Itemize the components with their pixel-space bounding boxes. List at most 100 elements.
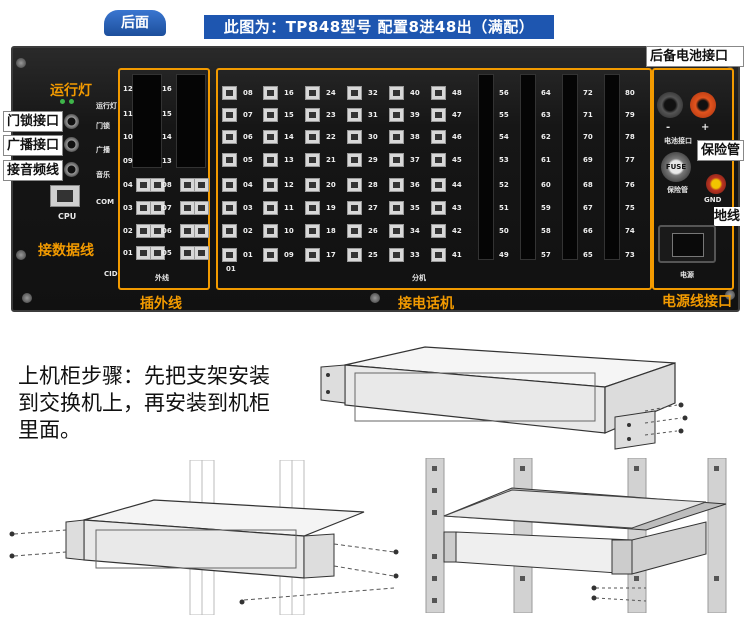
extension-port[interactable]	[263, 248, 278, 262]
battery-negative-jack[interactable]	[657, 92, 683, 118]
extension-port-number: 45	[452, 156, 462, 164]
extension-port[interactable]	[305, 201, 320, 215]
outer-line-port[interactable]	[150, 178, 165, 192]
extension-port[interactable]	[222, 224, 237, 238]
extension-port[interactable]	[347, 201, 362, 215]
extension-port[interactable]	[222, 178, 237, 192]
extension-port[interactable]	[222, 248, 237, 262]
outer-port-number: 02	[123, 227, 133, 235]
extension-port-number: 24	[326, 89, 336, 97]
power-annotation: 电源线接口	[662, 294, 732, 310]
fuse-holder[interactable]: FUSE	[661, 152, 691, 182]
extension-port[interactable]	[389, 224, 404, 238]
extension-port-number: 38	[410, 133, 420, 141]
extension-port[interactable]	[389, 130, 404, 144]
switch-with-bracket-drawing	[320, 346, 688, 450]
door-lock-jack[interactable]	[64, 114, 79, 129]
outer-port-number: 07	[162, 204, 172, 212]
outer-line-port[interactable]	[150, 246, 165, 260]
outer-line-port[interactable]	[194, 201, 209, 215]
extension-port[interactable]	[431, 130, 446, 144]
extension-port-number: 55	[499, 111, 509, 119]
extension-port[interactable]	[305, 153, 320, 167]
battery-positive-jack[interactable]	[690, 92, 716, 118]
extension-port[interactable]	[347, 153, 362, 167]
run-light-annotation: 运行灯	[50, 83, 92, 99]
extension-port[interactable]	[263, 86, 278, 100]
extension-port-number: 13	[284, 156, 294, 164]
cpu-data-port[interactable]	[50, 185, 80, 207]
extension-port-number: 65	[583, 251, 593, 259]
ground-terminal-icon[interactable]	[706, 174, 726, 194]
extension-port[interactable]	[347, 178, 362, 192]
extension-port-number: 48	[452, 89, 462, 97]
broadcast-jack[interactable]	[64, 137, 79, 152]
outer-line-port[interactable]	[180, 246, 195, 260]
extension-port-number: 78	[625, 133, 635, 141]
extension-port[interactable]	[347, 248, 362, 262]
extension-port[interactable]	[347, 130, 362, 144]
extension-port[interactable]	[389, 248, 404, 262]
extension-port[interactable]	[431, 86, 446, 100]
outer-line-port[interactable]	[150, 201, 165, 215]
extension-port[interactable]	[347, 224, 362, 238]
extension-port[interactable]	[431, 108, 446, 122]
extension-port-number: 68	[583, 181, 593, 189]
outer-line-port[interactable]	[150, 224, 165, 238]
extension-port[interactable]	[305, 130, 320, 144]
extension-port[interactable]	[389, 201, 404, 215]
extension-port-number: 22	[326, 133, 336, 141]
extension-port[interactable]	[305, 224, 320, 238]
extension-port[interactable]	[263, 224, 278, 238]
extension-port[interactable]	[347, 108, 362, 122]
extension-port[interactable]	[389, 178, 404, 192]
extension-port[interactable]	[222, 86, 237, 100]
outer-port-number: 05	[162, 249, 172, 257]
extension-port[interactable]	[389, 86, 404, 100]
extension-port[interactable]	[222, 108, 237, 122]
outer-line-port[interactable]	[194, 178, 209, 192]
extension-port[interactable]	[389, 153, 404, 167]
outer-line-port[interactable]	[136, 201, 151, 215]
outer-line-port[interactable]	[136, 246, 151, 260]
extension-port[interactable]	[222, 153, 237, 167]
extension-port[interactable]	[305, 178, 320, 192]
extension-port[interactable]	[305, 248, 320, 262]
extension-port-number: 34	[410, 227, 420, 235]
outer-line-port[interactable]	[136, 178, 151, 192]
extension-port-number: 18	[326, 227, 336, 235]
power-socket[interactable]	[658, 225, 716, 263]
outer-line-port[interactable]	[180, 201, 195, 215]
extension-port[interactable]	[263, 153, 278, 167]
extension-port[interactable]	[263, 130, 278, 144]
extension-port-number: 43	[452, 204, 462, 212]
extension-port[interactable]	[347, 86, 362, 100]
battery-pos-sign: +	[701, 122, 710, 133]
extension-port-number: 63	[541, 111, 551, 119]
extension-port[interactable]	[263, 201, 278, 215]
extension-port[interactable]	[222, 201, 237, 215]
extension-port-number: 47	[452, 111, 462, 119]
extension-port[interactable]	[305, 108, 320, 122]
run-light-small-label: 运行灯	[96, 102, 117, 110]
extension-port-number: 80	[625, 89, 635, 97]
extension-port-number: 77	[625, 156, 635, 164]
outer-line-port[interactable]	[180, 178, 195, 192]
extension-port[interactable]	[431, 201, 446, 215]
outer-line-port[interactable]	[136, 224, 151, 238]
extension-port[interactable]	[431, 224, 446, 238]
extension-port-number: 33	[410, 251, 420, 259]
outer-line-port[interactable]	[180, 224, 195, 238]
extension-port[interactable]	[222, 130, 237, 144]
extension-port[interactable]	[431, 153, 446, 167]
extension-port[interactable]	[389, 108, 404, 122]
extension-port[interactable]	[431, 178, 446, 192]
extension-port[interactable]	[431, 248, 446, 262]
extension-port[interactable]	[263, 108, 278, 122]
extension-port[interactable]	[305, 86, 320, 100]
outer-line-port[interactable]	[194, 224, 209, 238]
extension-port[interactable]	[263, 178, 278, 192]
outer-line-port[interactable]	[194, 246, 209, 260]
audio-jack[interactable]	[64, 162, 79, 177]
screw-icon	[725, 290, 735, 300]
